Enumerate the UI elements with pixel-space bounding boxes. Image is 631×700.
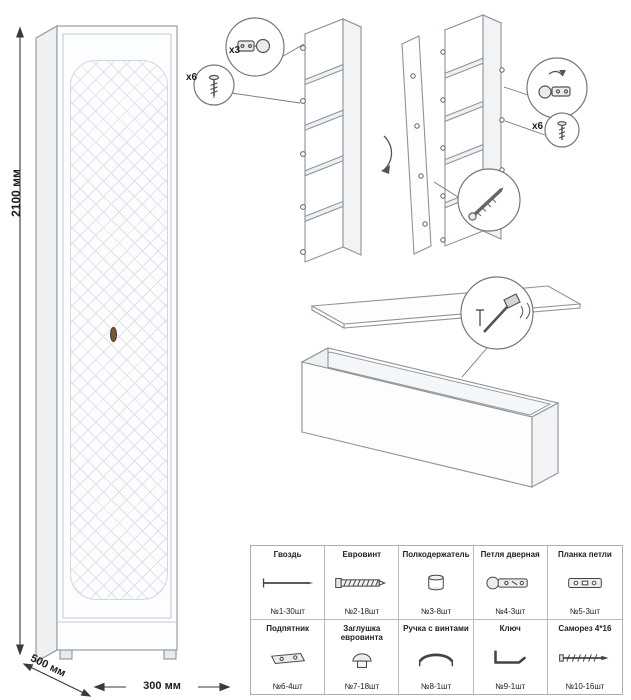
part-cell-foot: Подпятник №6-4шт [251,620,326,694]
callout-hammer-nail [460,276,534,378]
handle-icon [418,653,454,666]
part-count: №6-4шт [272,682,303,691]
part-count: №1-30шт [270,607,305,616]
key-icon [494,649,526,664]
part-name: Гвоздь [273,550,302,559]
callout-screw-x6-right [504,112,580,148]
part-count: №3-8шт [420,607,452,616]
hinge-count-label: x3 [229,45,241,56]
back-panel [310,285,582,329]
part-name: Подпятник [266,624,309,633]
foot-icon [270,652,305,664]
euro-screw-icon [335,578,386,589]
door-handle [110,327,117,342]
part-name: Евровинт [342,550,382,559]
part-count: №9-1шт [495,682,526,691]
insert-direction-arrow [381,135,393,174]
part-name: Саморез 4*16 [558,624,612,633]
exploded-side-panel [300,18,363,263]
part-cell-nail: Гвоздь №1-30шт [251,546,326,620]
callout-hinge-mount [503,57,588,119]
exploded-divider-panel [401,35,432,255]
part-name: Петля дверная [480,550,540,559]
part-count: №4-3шт [495,607,526,616]
callout-confirmat-screw [433,168,521,232]
base-box [300,347,560,488]
screw-cap-icon [352,653,372,669]
nail-icon [262,578,313,588]
screw-count-label-left: x6 [186,72,198,83]
screw-count-label-right: x6 [532,121,544,132]
parts-table: Гвоздь №1-30шт Евровинт №2-18ш [250,545,623,695]
part-name: Полкодержатель [402,550,470,559]
part-cell-shelf-pin: Полкодержатель №3-8шт [399,546,474,620]
part-count: №7-18шт [344,682,380,691]
part-cell-screw: Саморез 4*16 №10-16шт [547,620,622,694]
part-count: №2-18шт [344,607,380,616]
part-count: №5-3шт [569,607,600,616]
callout-screw-x6-left [193,64,301,106]
width-dimension-label: 300 мм [126,680,198,692]
part-name: Планка петли [558,550,612,559]
hinge-plate-icon [568,578,602,589]
part-count: №10-16шт [565,682,605,691]
part-cell-screw-cap: Заглушка евровинта №7-18шт [325,620,400,694]
part-cell-handle: Ручка с винтами №8-1шт [399,620,474,694]
part-name: Ручка с винтами [403,624,469,633]
screw-icon [559,653,609,662]
part-cell-hinge-plate: Планка петли №5-3шт [547,546,622,620]
height-dimension-arrow [16,26,24,656]
door-hinge-icon [486,576,528,590]
height-dimension-label: 2100 мм [9,169,23,217]
part-cell-euro-screw: Евровинт №2-18шт [325,546,400,620]
part-cell-key: Ключ №9-1шт [473,620,548,694]
depth-dimension-arrow [22,663,92,697]
part-count: №8-1шт [420,682,452,691]
part-cell-door-hinge: Петля дверная №4-3шт [473,546,548,620]
part-name: Заглушка евровинта [340,624,383,643]
part-name: Ключ [499,624,521,633]
shelf-pin-icon [428,574,444,591]
callout-hinge-x3 [225,17,305,77]
door-quilt-pattern [70,60,168,600]
